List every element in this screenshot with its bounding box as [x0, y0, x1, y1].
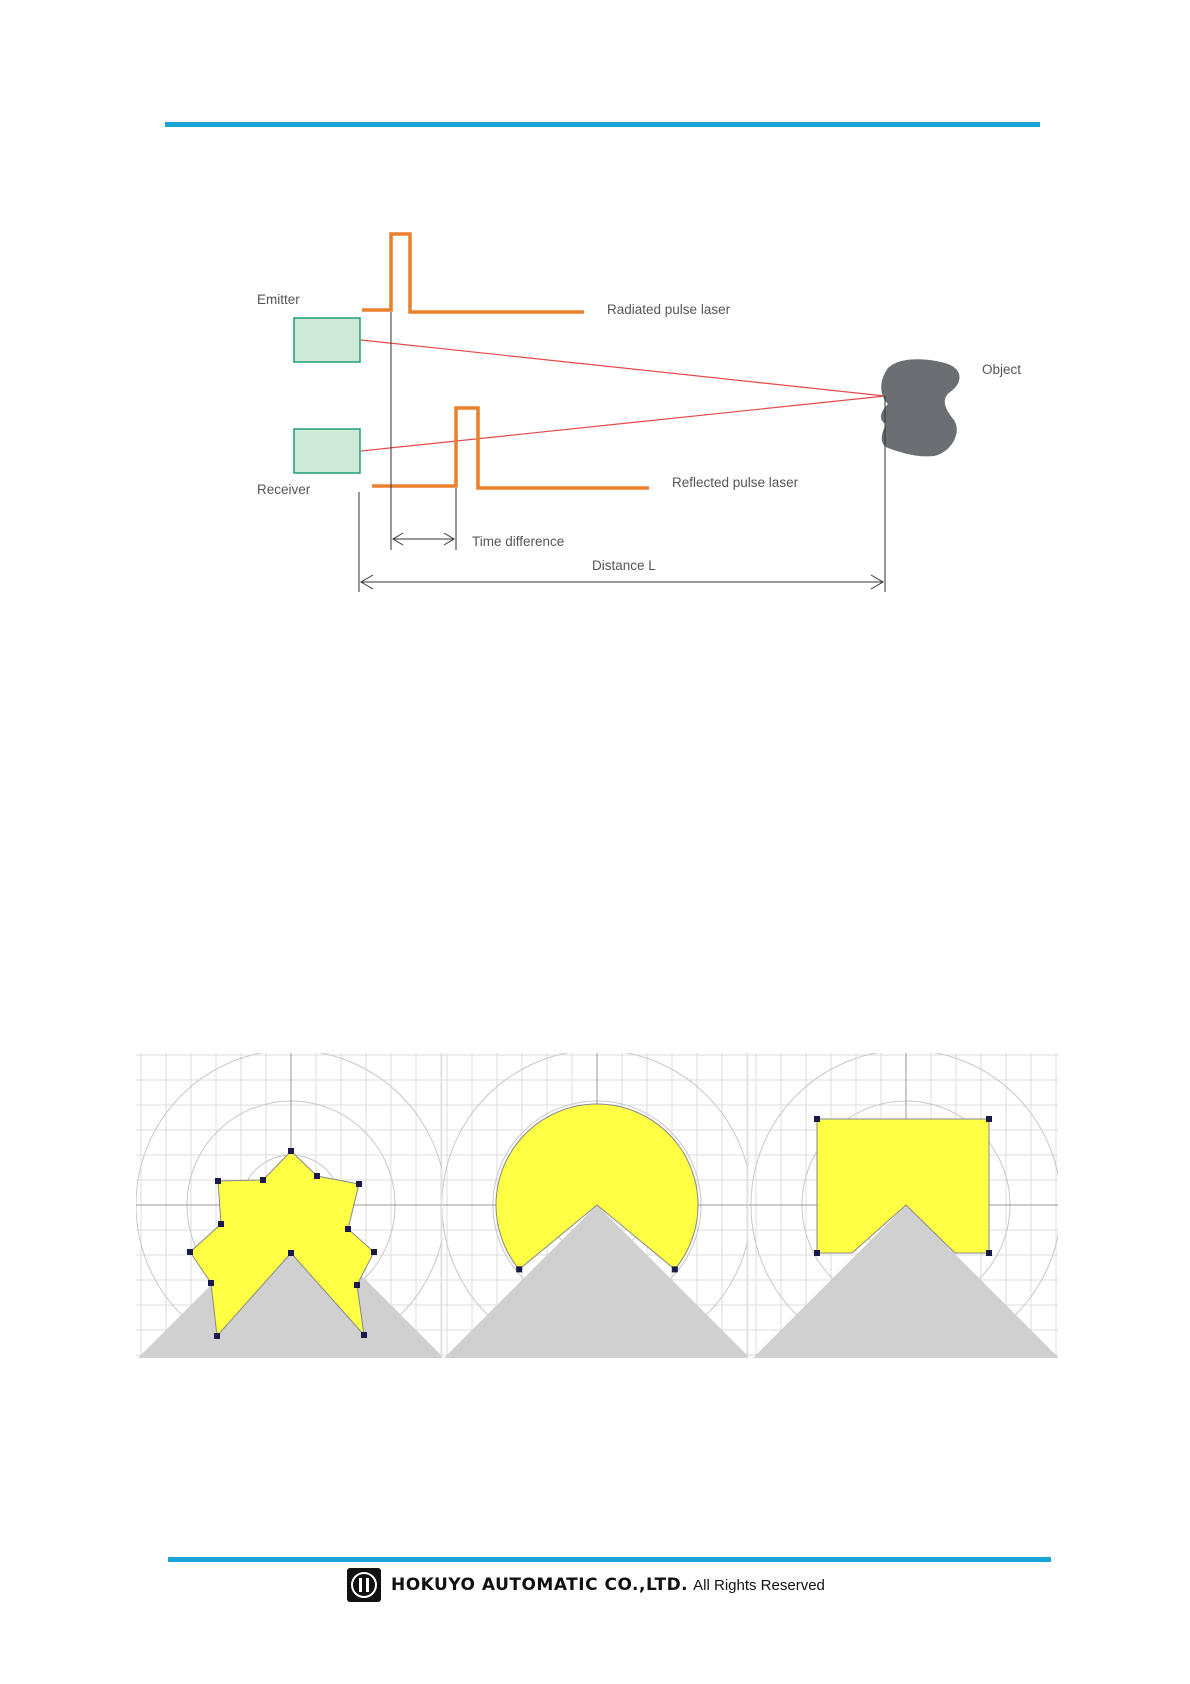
area-vertex — [371, 1249, 377, 1255]
distance-label: Distance L — [592, 558, 656, 573]
area-vertex — [288, 1250, 294, 1256]
area-vertex — [208, 1280, 214, 1286]
area-vertex — [814, 1250, 820, 1256]
radiated-pulse — [362, 234, 584, 312]
time-of-flight-diagram: Emitter Receiver Radiated pulse laser Re… — [0, 0, 1190, 640]
detection-area-examples — [136, 1053, 1058, 1358]
receiver-label: Receiver — [257, 482, 311, 497]
area-vertex — [814, 1116, 820, 1122]
copyright-text: All Rights Reserved — [693, 1577, 825, 1594]
area-vertex — [516, 1266, 522, 1272]
hokuyo-logo-icon — [347, 1568, 381, 1602]
reflected-beam — [361, 396, 885, 451]
company-name: HOKUYO AUTOMATIC CO.,LTD. — [391, 1575, 688, 1595]
time-difference-label: Time difference — [472, 534, 564, 549]
object-shape — [881, 359, 960, 456]
object-label: Object — [982, 362, 1021, 377]
area-vertex — [218, 1221, 224, 1227]
emitted-beam — [361, 340, 885, 396]
area-vertex — [986, 1250, 992, 1256]
area-vertex — [214, 1333, 220, 1339]
emitter-box — [294, 318, 360, 362]
area-vertex — [356, 1181, 362, 1187]
area-vertex — [288, 1148, 294, 1154]
emitter-label: Emitter — [257, 292, 300, 307]
area-vertex — [354, 1282, 360, 1288]
area-vertex — [215, 1178, 221, 1184]
area-vertex — [672, 1266, 678, 1272]
receiver-box — [294, 429, 360, 473]
area-vertex — [314, 1173, 320, 1179]
area-vertex — [361, 1332, 367, 1338]
footer: HOKUYO AUTOMATIC CO.,LTD. All Rights Res… — [347, 1567, 825, 1603]
area-vertex — [986, 1116, 992, 1122]
footer-rule — [168, 1557, 1051, 1562]
radiated-pulse-label: Radiated pulse laser — [607, 302, 731, 317]
area-vertex — [187, 1249, 193, 1255]
reflected-pulse-label: Reflected pulse laser — [672, 475, 799, 490]
area-vertex — [345, 1226, 351, 1232]
reflected-pulse — [372, 408, 649, 488]
area-vertex — [260, 1177, 266, 1183]
